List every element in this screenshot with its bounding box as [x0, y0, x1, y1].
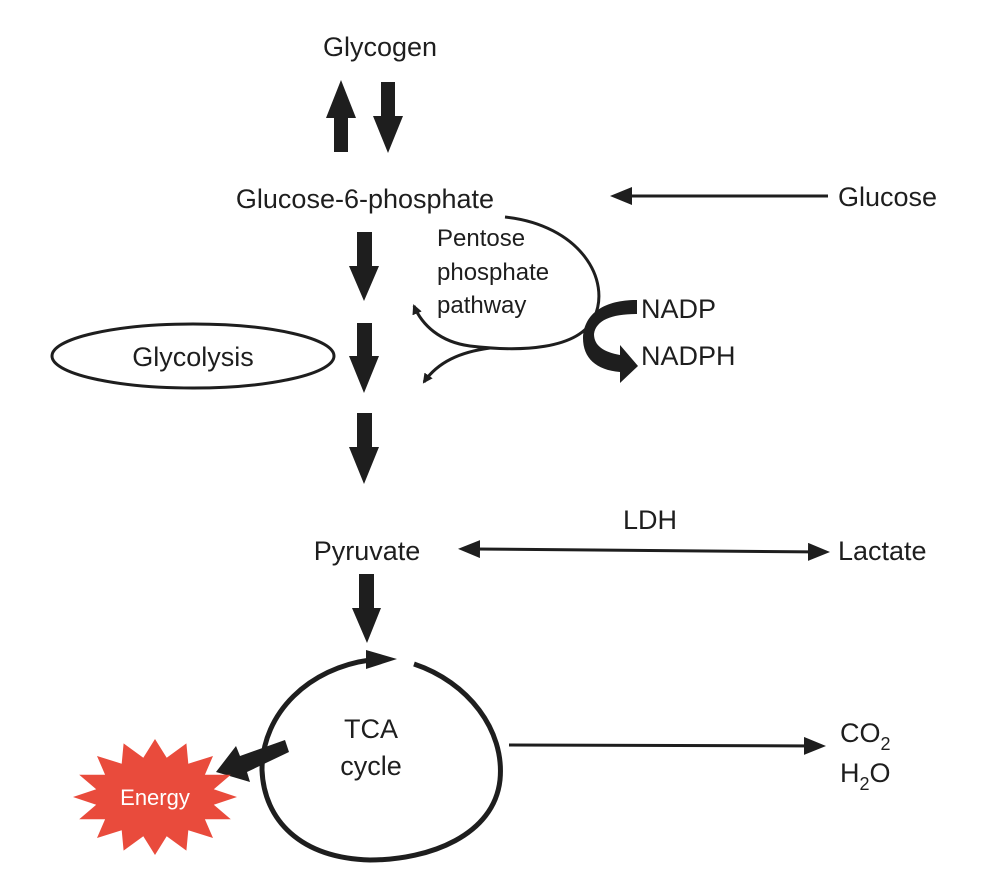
h2o-o: O [870, 758, 891, 788]
pyruvate-label: Pyruvate [314, 536, 421, 566]
h2o-subscript: 2 [860, 774, 870, 794]
energy-starburst [73, 739, 237, 855]
tca-label-line2: cycle [340, 751, 402, 781]
tca-label-line1: TCA [344, 714, 398, 744]
glycolysis-ellipse [50, 322, 336, 390]
nadph-label: NADPH [641, 341, 736, 371]
pentose-phosphate-exit-arrow [422, 346, 491, 384]
energy-label: Energy [120, 785, 190, 810]
glycolysis-arrow-2 [349, 323, 379, 393]
glycolysis-arrow-1 [349, 232, 379, 301]
tca-cycle-arrowhead [366, 650, 397, 669]
co2-base: CO [840, 718, 881, 748]
co2-label: CO2 [840, 718, 891, 754]
ldh-label: LDH [623, 505, 677, 535]
arrow-tca-to-co2-h2o [508, 736, 826, 755]
arrow-pyruvate-lactate-ldh [458, 540, 830, 561]
arrow-tca-to-energy [216, 740, 289, 782]
arrow-down-from-glycogen [373, 82, 403, 153]
arrow-up-to-glycogen [326, 80, 356, 152]
glucose-label: Glucose [838, 182, 937, 212]
h2o-h: H [840, 758, 860, 788]
arrow-nadp-to-nadph [583, 300, 638, 383]
pentose-phosphate-loop [412, 215, 601, 351]
tca-cycle-loop [259, 656, 503, 863]
glycolysis-label: Glycolysis [132, 342, 254, 372]
glycogen-label: Glycogen [323, 32, 437, 62]
ppp-label-line2: phosphate [437, 259, 549, 286]
ppp-label-line1: Pentose [437, 225, 525, 252]
nadp-label: NADP [641, 294, 716, 324]
lactate-label: Lactate [838, 536, 927, 566]
glucose-6-phosphate-label: Glucose-6-phosphate [236, 184, 494, 214]
glycolysis-arrow-3 [349, 413, 379, 484]
ppp-label-line3: pathway [437, 292, 526, 319]
arrow-pyruvate-to-tca [352, 574, 381, 643]
h2o-label: H2O [840, 758, 891, 794]
co2-subscript: 2 [881, 734, 891, 754]
